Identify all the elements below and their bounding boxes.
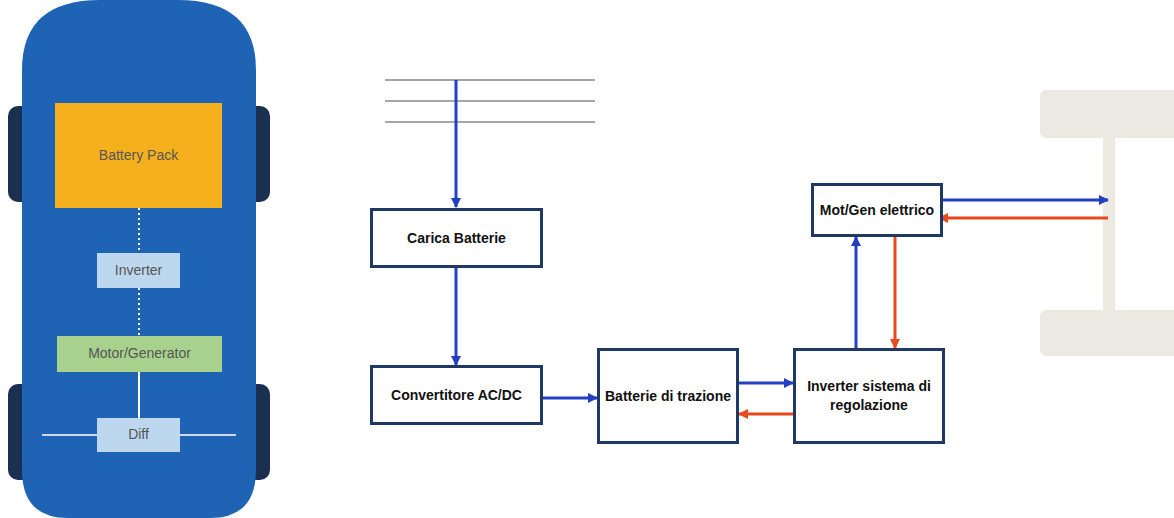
node-label: Inverter sistema di regolazione (796, 377, 942, 415)
connector (739, 413, 793, 416)
connector (894, 237, 897, 348)
node-label: Carica Batterie (407, 229, 506, 248)
connector (138, 208, 140, 253)
node-label: Motor/Generator (88, 345, 191, 363)
regen-arrow (939, 217, 1108, 220)
node-label: Inverter (115, 262, 162, 280)
node-label: Battery Pack (99, 147, 178, 165)
connector (138, 372, 140, 418)
chassis-wheel (1040, 310, 1174, 356)
node-label: Diff (128, 426, 149, 444)
battery-pack: Battery Pack (55, 103, 222, 208)
process-box: Batterie di trazione (597, 348, 739, 444)
node-label: Convertitore AC/DC (391, 386, 522, 405)
car-body (22, 0, 256, 518)
chassis-wheel (1040, 90, 1174, 138)
connector (543, 397, 597, 400)
node-label: Mot/Gen elettrico (820, 201, 934, 220)
drive-arrow (938, 199, 1108, 202)
chassis-axle (1103, 136, 1115, 312)
process-box: Carica Batterie (370, 208, 543, 268)
process-box: Inverter sistema di regolazione (793, 348, 945, 444)
connector (138, 288, 140, 336)
power-line (385, 100, 595, 102)
process-box: Mot/Gen elettrico (811, 183, 943, 237)
supply-arrow (455, 80, 458, 207)
motor-box: Motor/Generator (57, 336, 222, 372)
node-label: Batterie di trazione (605, 387, 731, 406)
power-line (385, 121, 595, 123)
diff-box: Diff (97, 418, 180, 452)
inverter-box: Inverter (97, 253, 180, 288)
process-box: Convertitore AC/DC (370, 365, 543, 425)
power-line (385, 79, 595, 81)
connector (739, 382, 793, 385)
connector (455, 268, 458, 365)
connector (855, 237, 858, 348)
